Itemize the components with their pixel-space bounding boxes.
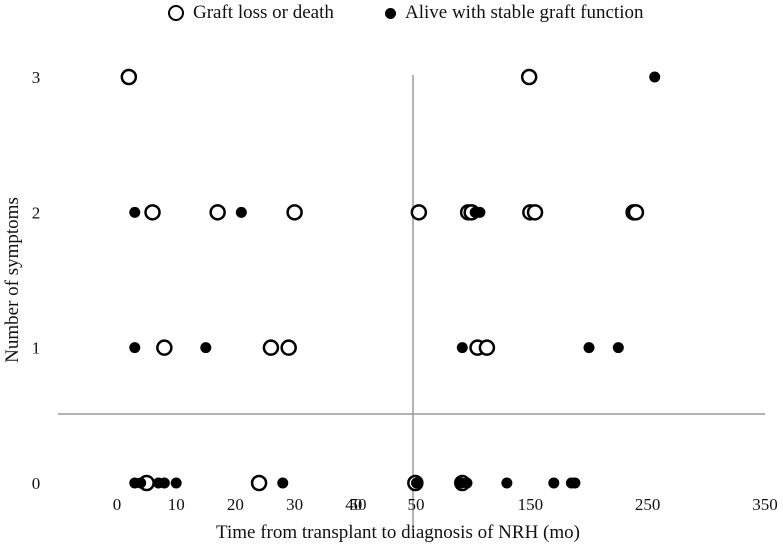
filled-circle-point (649, 71, 661, 83)
filled-circle-point (129, 342, 141, 354)
legend-label-alive: Alive with stable graft function (405, 2, 644, 23)
x-axis-label: Time from transplant to diagnosis of NRH… (216, 522, 580, 543)
legend-item-graft-loss: Graft loss or death (168, 2, 334, 24)
open-circle-point (156, 339, 173, 356)
x-tick-label: 20 (227, 495, 244, 514)
open-circle-point (410, 204, 428, 221)
filled-circle-point (170, 477, 182, 489)
data-points-group (120, 68, 661, 492)
filled-circle-point (129, 206, 141, 218)
x-tick-label: 0 (113, 495, 122, 514)
open-circle-point (627, 204, 645, 221)
open-circle-point (280, 339, 297, 356)
open-circle-icon (168, 5, 184, 21)
legend-item-alive: Alive with stable graft function (385, 2, 644, 24)
open-circle-point (120, 68, 138, 86)
filled-circle-point (235, 206, 247, 218)
filled-circle-point (200, 342, 212, 354)
y-tick-label: 0 (32, 474, 41, 493)
x-tick-label: 30 (286, 495, 303, 514)
open-circle-point (526, 204, 544, 221)
open-circle-point (262, 339, 280, 356)
legend-label-graft-loss: Graft loss or death (193, 2, 334, 23)
filled-circle-point (612, 342, 624, 354)
y-tick-label: 1 (32, 339, 41, 358)
x-tick-label: 250 (635, 495, 661, 514)
y-tick-label: 3 (32, 68, 41, 87)
legend: Graft loss or death Alive with stable gr… (0, 0, 783, 26)
open-circle-point (520, 68, 538, 86)
filled-circle-point (548, 477, 560, 489)
open-circle-point (250, 474, 268, 492)
x-tick-label: 50 (408, 495, 425, 514)
x-tick-label: 50 (350, 495, 367, 514)
filled-circle-point (411, 477, 423, 489)
filled-circle-point (583, 342, 595, 354)
x-tick-label: 350 (752, 495, 778, 514)
axes-group (58, 75, 765, 530)
filled-circle-point (474, 206, 486, 218)
filled-circle-point (158, 477, 170, 489)
open-circle-point (209, 204, 226, 221)
filled-circle-point (501, 477, 513, 489)
filled-circle-point (569, 477, 581, 489)
filled-circle-point (461, 477, 473, 489)
x-tick-label: 40 (345, 495, 362, 514)
open-circle-point (478, 339, 496, 356)
filled-circle-icon (385, 7, 396, 19)
filled-circle-point (135, 477, 147, 489)
x-tick-label: 150 (518, 495, 544, 514)
open-circle-point (144, 204, 161, 221)
filled-circle-point (277, 477, 289, 489)
open-circle-point (286, 204, 303, 221)
filled-circle-point (456, 342, 468, 354)
y-axis-label: Number of symptoms (2, 197, 23, 363)
x-tick-label: 10 (168, 495, 185, 514)
y-tick-label: 2 (32, 203, 41, 222)
